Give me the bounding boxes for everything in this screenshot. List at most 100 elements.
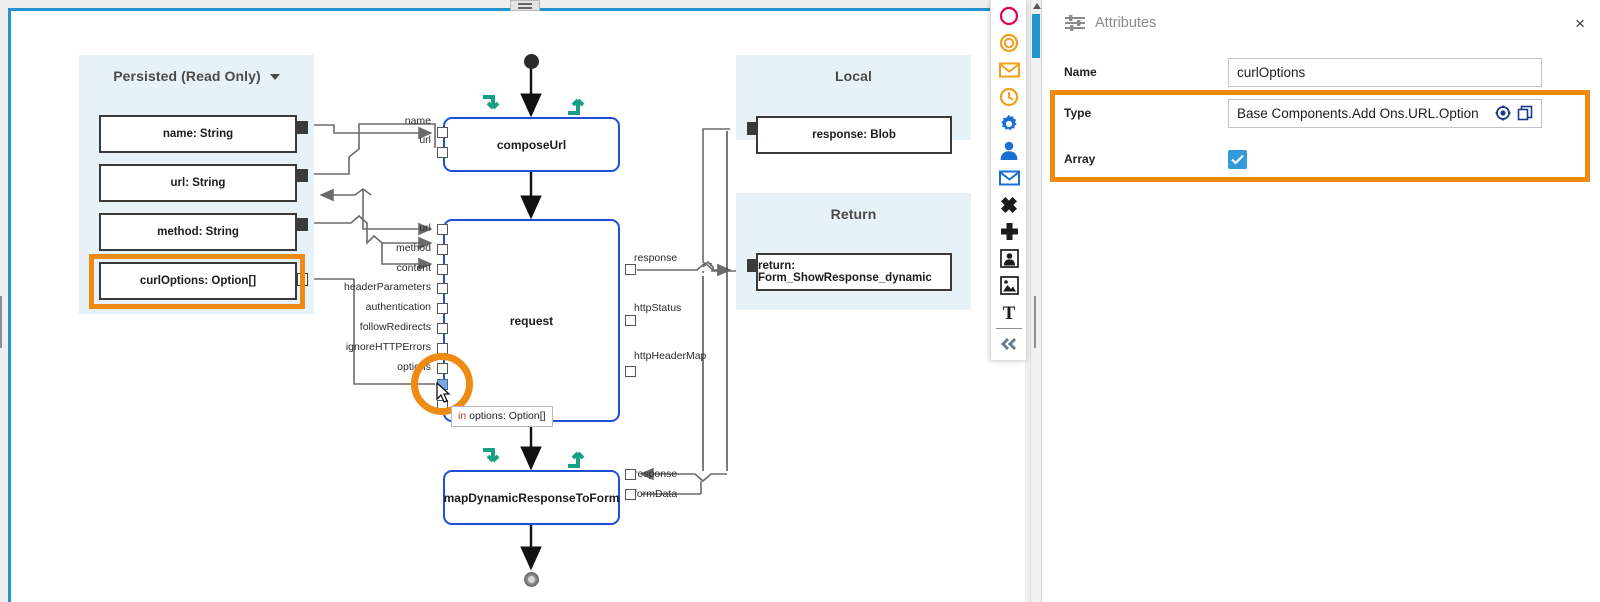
rollback-handler-up-icon[interactable] bbox=[564, 448, 590, 470]
plus-black-icon[interactable] bbox=[991, 218, 1027, 245]
variable-group-title: Return bbox=[736, 193, 971, 222]
user-blue-icon[interactable] bbox=[991, 137, 1027, 164]
variable-port-curloptions[interactable] bbox=[297, 273, 308, 286]
variable-group-title: Local bbox=[736, 55, 971, 84]
canvas-top-drag-handle[interactable] bbox=[510, 0, 540, 11]
port-in-content[interactable] bbox=[437, 264, 448, 275]
variable-group-label: Local bbox=[834, 68, 873, 84]
variable-box-name[interactable]: name: String bbox=[99, 115, 297, 153]
close-star-black-icon[interactable] bbox=[991, 191, 1027, 218]
variable-group-label: Return bbox=[830, 206, 877, 222]
port-label-options: options bbox=[397, 361, 431, 373]
port-label-name: name bbox=[404, 115, 431, 127]
variable-group-return: Return bbox=[736, 193, 971, 310]
name-field[interactable]: curlOptions bbox=[1228, 57, 1542, 87]
connection-wires bbox=[307, 68, 755, 571]
svg-text:T: T bbox=[1003, 303, 1016, 322]
port-in-name[interactable] bbox=[437, 127, 448, 138]
port-label-map-formdata: formData bbox=[634, 488, 678, 500]
canvas-frame: Persisted (Read Only) name: String url: … bbox=[8, 8, 1025, 602]
ring-orange-icon[interactable] bbox=[991, 29, 1027, 56]
envelope-blue-icon[interactable] bbox=[991, 164, 1027, 191]
close-icon[interactable]: × bbox=[1575, 14, 1585, 33]
attribute-row-type: Type Base Components.Add Ons.URL.Option bbox=[1042, 93, 1600, 133]
port-out-httpheadermap[interactable] bbox=[625, 366, 636, 377]
circle-outline-red-icon[interactable] bbox=[991, 2, 1027, 29]
variable-group-title[interactable]: Persisted (Read Only) bbox=[79, 55, 314, 84]
node-composeurl[interactable]: composeUrl bbox=[443, 117, 620, 172]
port-label-out-httpstatus: httpStatus bbox=[634, 302, 682, 314]
tooltip-text: options: Option[] bbox=[469, 410, 546, 422]
tooltip-keyword: in bbox=[458, 410, 467, 422]
variable-port-response[interactable] bbox=[747, 122, 758, 135]
port-in-method[interactable] bbox=[437, 244, 448, 255]
port-tooltip: in options: Option[] bbox=[451, 406, 553, 427]
node-request[interactable]: request bbox=[443, 219, 620, 422]
variable-port-url[interactable] bbox=[297, 169, 308, 182]
left-panel-splitter[interactable] bbox=[0, 296, 7, 348]
attributes-panel: Attributes × Name curlOptions Type Base … bbox=[1041, 0, 1600, 602]
variable-label: return: Form_ShowResponse_dynamic bbox=[758, 260, 932, 284]
gear-blue-icon[interactable] bbox=[991, 110, 1027, 137]
name-field-value: curlOptions bbox=[1237, 64, 1306, 80]
variable-box-curloptions[interactable]: curlOptions: Option[] bbox=[99, 262, 297, 300]
port-in-url[interactable] bbox=[437, 224, 448, 235]
variable-label: name: String bbox=[162, 128, 234, 140]
variable-port-return[interactable] bbox=[747, 259, 758, 272]
port-in-options[interactable] bbox=[437, 363, 448, 374]
node-label: composeUrl bbox=[496, 137, 567, 152]
port-label-ignorehttperrors: ignoreHTTPErrors bbox=[345, 341, 431, 353]
variable-box-response[interactable]: response: Blob bbox=[756, 116, 952, 154]
node-mapdynamicresponsetoform[interactable]: mapDynamicResponseToForm bbox=[443, 470, 620, 525]
locate-type-icon[interactable] bbox=[1495, 105, 1511, 121]
type-field[interactable]: Base Components.Add Ons.URL.Option bbox=[1228, 98, 1542, 128]
attribute-row-array: Array bbox=[1042, 139, 1600, 179]
attribute-label: Type bbox=[1064, 106, 1092, 120]
port-label-url: url bbox=[419, 222, 431, 234]
variable-port-method[interactable] bbox=[297, 218, 308, 231]
copy-type-icon[interactable] bbox=[1517, 105, 1533, 121]
mouse-cursor-icon bbox=[436, 382, 451, 403]
port-out-httpstatus[interactable] bbox=[625, 315, 636, 326]
node-label: mapDynamicResponseToForm bbox=[443, 490, 620, 505]
port-in-url-composeurl[interactable] bbox=[437, 147, 448, 158]
variable-box-return[interactable]: return: Form_ShowResponse_dynamic bbox=[756, 253, 952, 291]
exception-handler-down-icon[interactable] bbox=[479, 448, 505, 470]
port-in-followredirects[interactable] bbox=[437, 323, 448, 334]
attributes-header: Attributes × bbox=[1042, 0, 1600, 46]
clock-orange-icon[interactable] bbox=[991, 83, 1027, 110]
right-panel-splitter[interactable] bbox=[1034, 296, 1041, 348]
sliders-icon bbox=[1065, 15, 1085, 31]
toolbar-divider bbox=[995, 328, 1022, 329]
envelope-orange-icon[interactable] bbox=[991, 56, 1027, 83]
chevron-down-icon[interactable] bbox=[269, 74, 280, 81]
variable-port-name[interactable] bbox=[297, 121, 308, 134]
attribute-label: Name bbox=[1064, 65, 1097, 79]
scroll-up-arrow-icon[interactable] bbox=[1033, 3, 1041, 9]
port-in-authentication[interactable] bbox=[437, 303, 448, 314]
collapse-left-icon[interactable] bbox=[991, 330, 1027, 357]
shape-toolbar[interactable]: T bbox=[990, 0, 1026, 360]
port-label-followredirects: followRedirects bbox=[359, 321, 431, 333]
image-frame-icon[interactable] bbox=[991, 272, 1027, 299]
rollback-handler-up-icon[interactable] bbox=[564, 95, 590, 117]
node-label: request bbox=[509, 313, 554, 328]
variable-box-method[interactable]: method: String bbox=[99, 213, 297, 251]
variable-box-url[interactable]: url: String bbox=[99, 164, 297, 202]
portrait-frame-icon[interactable] bbox=[991, 245, 1027, 272]
scrollbar-thumb[interactable] bbox=[1032, 14, 1040, 58]
text-tool-icon[interactable]: T bbox=[991, 299, 1027, 326]
port-out-map-response[interactable] bbox=[625, 469, 636, 480]
flow-start-terminal bbox=[524, 54, 539, 69]
port-out-map-formdata[interactable] bbox=[625, 489, 636, 500]
exception-handler-down-icon[interactable] bbox=[479, 95, 505, 117]
flow-diagram-canvas[interactable]: Persisted (Read Only) name: String url: … bbox=[11, 11, 1025, 602]
type-field-value: Base Components.Add Ons.URL.Option bbox=[1237, 105, 1479, 121]
port-in-ignorehttperrors[interactable] bbox=[437, 343, 448, 354]
array-checkbox[interactable] bbox=[1228, 149, 1247, 169]
port-label-content: content bbox=[396, 262, 431, 274]
port-out-response[interactable] bbox=[625, 264, 636, 275]
variable-label: url: String bbox=[170, 177, 226, 189]
port-label-out-response: response bbox=[634, 252, 678, 264]
port-in-headerparameters[interactable] bbox=[437, 283, 448, 294]
